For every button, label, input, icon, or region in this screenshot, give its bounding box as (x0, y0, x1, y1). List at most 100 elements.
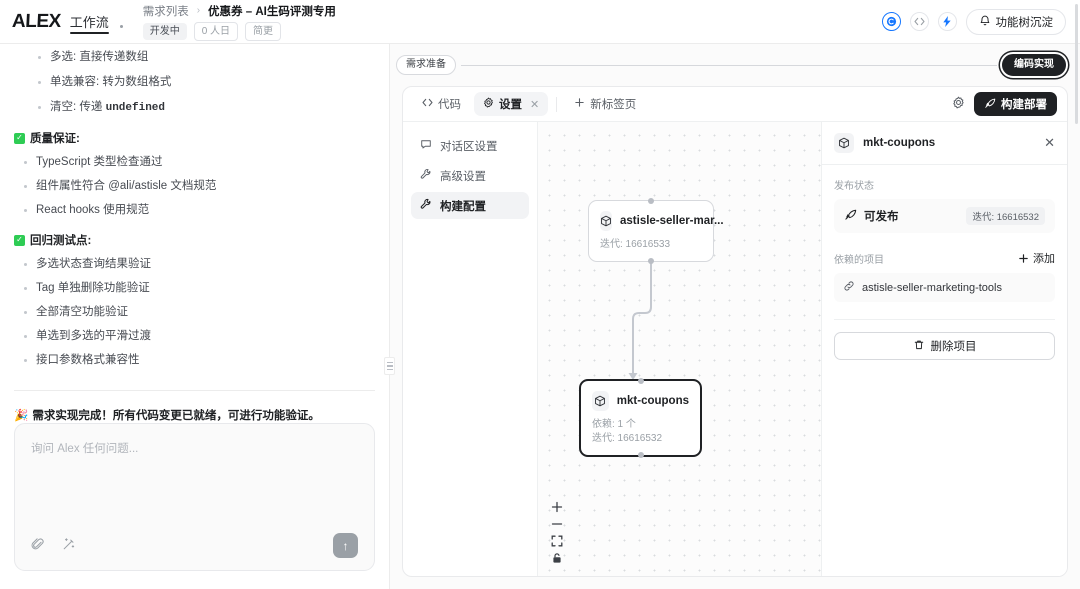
build-deploy-button[interactable]: 构建部署 (974, 92, 1057, 116)
composer-input[interactable]: 询问 Alex 任何问题... (31, 443, 139, 455)
publish-status-value: 可发布 (864, 211, 899, 223)
tab-code[interactable]: 代码 (413, 92, 470, 116)
party-popper-icon: 🎉 (14, 410, 29, 422)
node-mkt-coupons[interactable]: mkt-coupons 依赖: 1 个 迭代: 16616532 (579, 378, 702, 458)
status-badge: 开发中 (142, 22, 187, 40)
list-item: 单选兼容: 转为数组格式 (14, 75, 375, 90)
wrench-icon (420, 198, 432, 213)
tab-new[interactable]: 新标签页 (565, 92, 645, 116)
chevron-right-icon: › (196, 5, 201, 16)
quality-list: TypeScript 类型检查通过 组件属性符合 @ali/astisle 文档… (14, 155, 375, 218)
canvas-controls (548, 498, 565, 566)
delete-project-button[interactable]: 删除项目 (834, 332, 1055, 360)
node-meta: 迭代: 16616533 (600, 239, 671, 250)
node-port-top (637, 378, 644, 384)
app-body: 多选: 直接传递数组 单选兼容: 转为数组格式 清空: 传递 undefined… (0, 4, 1080, 589)
dependencies-header: 依赖的项目 添加 (834, 250, 1055, 266)
list-item: 多选状态查询结果验证 (14, 257, 375, 272)
list-item: Tag 单独删除功能验证 (14, 281, 375, 296)
package-icon (600, 211, 612, 231)
link-icon (843, 280, 855, 295)
dependencies-label: 依赖的项目 (834, 254, 884, 266)
chat-icon (420, 138, 432, 153)
bell-icon (979, 14, 991, 29)
list-item: 多选: 直接传递数组 (14, 50, 375, 65)
chat-panel: 多选: 直接传递数组 单选兼容: 转为数组格式 清空: 传递 undefined… (0, 44, 395, 589)
panel-resize-handle[interactable] (384, 357, 395, 375)
composer[interactable]: 询问 Alex 任何问题... ↑ (14, 423, 375, 571)
lock-button[interactable] (548, 549, 565, 566)
brand[interactable]: ALEX 工作流 (11, 10, 123, 34)
header-actions: 功能树沉淀 (881, 8, 1066, 35)
panel-content: 对话区设置 高级设置 构建配置 (403, 4, 1078, 576)
add-dependency-button[interactable]: 添加 (1018, 250, 1055, 266)
tab-label: 设置 (499, 99, 522, 111)
stage-coding[interactable]: 编码实现 (1002, 54, 1066, 76)
list-item: 接口参数格式兼容性 (14, 353, 375, 368)
zoom-out-button[interactable] (548, 515, 565, 532)
stage-requirement[interactable]: 需求准备 (396, 55, 456, 75)
check-icon: ✓ (14, 132, 25, 144)
publish-status-label: 发布状态 (834, 181, 874, 192)
list-item: 清空: 传递 undefined (14, 100, 375, 116)
node-astisle-seller-marketing[interactable]: astisle-seller-mar... 迭代: 16616533 (588, 198, 724, 264)
section-heading-regression: ✓ 回归测试点: (14, 232, 375, 248)
node-title: mkt-coupons (616, 395, 689, 407)
tab-label: 代码 (438, 99, 461, 111)
detail-body: 发布状态 可发布 迭代: 16616532 依赖的项目 (822, 165, 1067, 372)
divider (834, 319, 1055, 320)
code-icon[interactable] (909, 12, 929, 31)
list-item: 单选到多选的平滑过渡 (14, 329, 375, 344)
section-heading-quality: ✓ 质量保证: (14, 130, 375, 146)
settings-nav: 对话区设置 高级设置 构建配置 (403, 122, 538, 576)
add-label: 添加 (1033, 253, 1055, 265)
list-item: 全部清空功能验证 (14, 305, 375, 320)
wrench-icon (420, 168, 432, 183)
list-item-text: 多选: 直接传递数组 (50, 51, 149, 63)
workspace-panel: 需求准备 编码实现 代码 设置 (390, 4, 1080, 589)
regression-list: 多选状态查询结果验证 Tag 单独删除功能验证 全部清空功能验证 单选到多选的平… (14, 257, 375, 368)
list-item: TypeScript 类型检查通过 (14, 155, 375, 170)
page-title: 优惠券 – AI生码评测专用 (208, 5, 336, 18)
node-meta-deps: 依赖: 1 个 (592, 419, 636, 430)
iteration-badge: 迭代: 16616532 (966, 207, 1045, 225)
rocket-icon (844, 208, 857, 224)
tab-divider (556, 96, 558, 112)
check-icon: ✓ (14, 234, 25, 246)
breadcrumb-parent[interactable]: 需求列表 (142, 5, 189, 18)
send-button[interactable]: ↑ (333, 533, 358, 558)
detail-header: mkt-coupons ✕ (822, 122, 1067, 165)
nav-item-advanced-settings[interactable]: 高级设置 (411, 162, 529, 189)
zoom-in-button[interactable] (548, 498, 565, 515)
list-item: React hooks 使用规范 (14, 203, 375, 218)
magic-wand-icon[interactable] (62, 537, 76, 554)
editor-panel: 代码 设置 ✕ 新标签页 (402, 4, 1078, 577)
effort-badge: 0 人日 (193, 21, 239, 41)
composer-toolbar: ↑ (31, 533, 358, 570)
package-icon (592, 391, 609, 411)
detail-title: mkt-coupons (863, 137, 936, 149)
fit-view-button[interactable] (548, 532, 565, 549)
nav-item-label: 对话区设置 (440, 140, 498, 153)
dependency-canvas[interactable]: astisle-seller-mar... 迭代: 16616533 (538, 122, 822, 576)
app-header: ALEX 工作流 需求列表 › 优惠券 – AI生码评测专用 开发中 0 人日 … (0, 0, 1080, 44)
close-icon[interactable]: ✕ (530, 98, 540, 111)
dependency-item[interactable]: astisle-seller-marketing-tools (834, 273, 1055, 302)
dependency-name: astisle-seller-marketing-tools (862, 281, 1002, 294)
copilot-icon[interactable] (881, 12, 901, 31)
node-port-top (648, 198, 654, 204)
attachment-icon[interactable] (31, 537, 45, 554)
node-detail-panel: mkt-coupons ✕ 发布状态 可发布 迭代: 16616532 (822, 4, 1078, 576)
gear-icon[interactable] (952, 96, 965, 112)
tabbar-actions: 构建部署 (952, 92, 1057, 116)
logo-alex: ALEX (11, 10, 62, 32)
nav-item-build-config[interactable]: 构建配置 (411, 192, 529, 219)
list-item-text: 单选兼容: 转为数组格式 (50, 76, 172, 88)
workflow-tab[interactable]: 工作流 (69, 12, 109, 34)
close-icon[interactable]: ✕ (1044, 135, 1055, 150)
gear-icon (483, 97, 494, 111)
tab-settings[interactable]: 设置 ✕ (474, 92, 549, 116)
flash-icon[interactable] (937, 12, 957, 31)
nav-item-chat-settings[interactable]: 对话区设置 (411, 132, 529, 159)
feature-tree-button[interactable]: 功能树沉淀 (965, 8, 1066, 35)
